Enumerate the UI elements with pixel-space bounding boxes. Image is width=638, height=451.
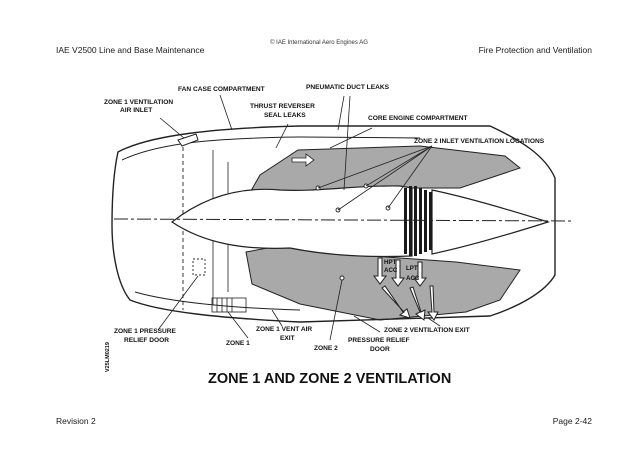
label-zone1-vent-inlet-line2: AIR INLET <box>120 107 152 114</box>
label-zone1-vent-exit-line2: EXIT <box>280 335 295 342</box>
label-zone1-pressure-relief-line1: ZONE 1 PRESSURE <box>114 328 177 335</box>
label-thrust-reverser-line1: THRUST REVERSER <box>250 103 315 110</box>
label-pressure-relief-door-line1: PRESSURE RELIEF <box>348 337 410 344</box>
figure-title: ZONE 1 AND ZONE 2 VENTILATION <box>208 371 451 387</box>
thrust-reverser-arrow <box>291 153 315 167</box>
engine-core-body <box>170 185 413 258</box>
label-zone1: ZONE 1 <box>226 340 250 347</box>
label-core-engine-compartment: CORE ENGINE COMPARTMENT <box>368 115 468 122</box>
label-hpt: HPT <box>384 259 397 266</box>
copyright-notice: © IAE International Aero Engines AG <box>270 40 368 46</box>
engine-centerline <box>113 218 575 222</box>
label-hpt-acc: ACC <box>384 267 398 274</box>
fan-cowl-inner-line <box>121 136 421 161</box>
label-lpt-acc: ACC <box>406 275 420 282</box>
label-pneumatic-duct-leaks: PNEUMATIC DUCT LEAKS <box>306 84 390 91</box>
label-zone2-inlet-locations: ZONE 2 INLET VENTILATION LOCATIONS <box>414 138 545 145</box>
leader-lines <box>157 94 441 341</box>
label-zone1-vent-exit-line1: ZONE 1 VENT AIR <box>256 326 312 333</box>
footer-revision: Revision 2 <box>56 416 96 426</box>
zone1-pressure-relief-door <box>192 258 206 276</box>
exhaust-cone <box>431 189 550 255</box>
fan-cowl-lower-inner-line <box>134 291 301 311</box>
lower-accessory-duct <box>211 297 247 313</box>
nacelle-outline <box>111 125 556 323</box>
label-lpt: LPT <box>406 265 418 272</box>
zone1-inlet-scoop <box>177 133 199 147</box>
turbine-blades <box>404 186 432 256</box>
zone2-exit-arrows <box>381 285 439 321</box>
header-chapter-title: Fire Protection and Ventilation <box>478 45 592 55</box>
label-zone1-vent-inlet-line1: ZONE 1 VENTILATION <box>104 99 173 106</box>
label-zone1-pressure-relief-line2: RELIEF DOOR <box>124 337 169 344</box>
label-thrust-reverser-line2: SEAL LEAKS <box>264 112 306 119</box>
acc-down-arrows <box>373 257 427 287</box>
footer-page-number: Page 2-42 <box>552 416 592 426</box>
label-zone2: ZONE 2 <box>314 345 338 352</box>
label-pressure-relief-door-line2: DOOR <box>370 346 390 353</box>
header-manual-title: IAE V2500 Line and Base Maintenance <box>56 45 205 55</box>
label-zone2-vent-exit: ZONE 2 VENTILATION EXIT <box>384 327 470 334</box>
figure-id: V25LM0219 <box>105 342 111 372</box>
label-fan-case-compartment: FAN CASE COMPARTMENT <box>178 86 265 93</box>
